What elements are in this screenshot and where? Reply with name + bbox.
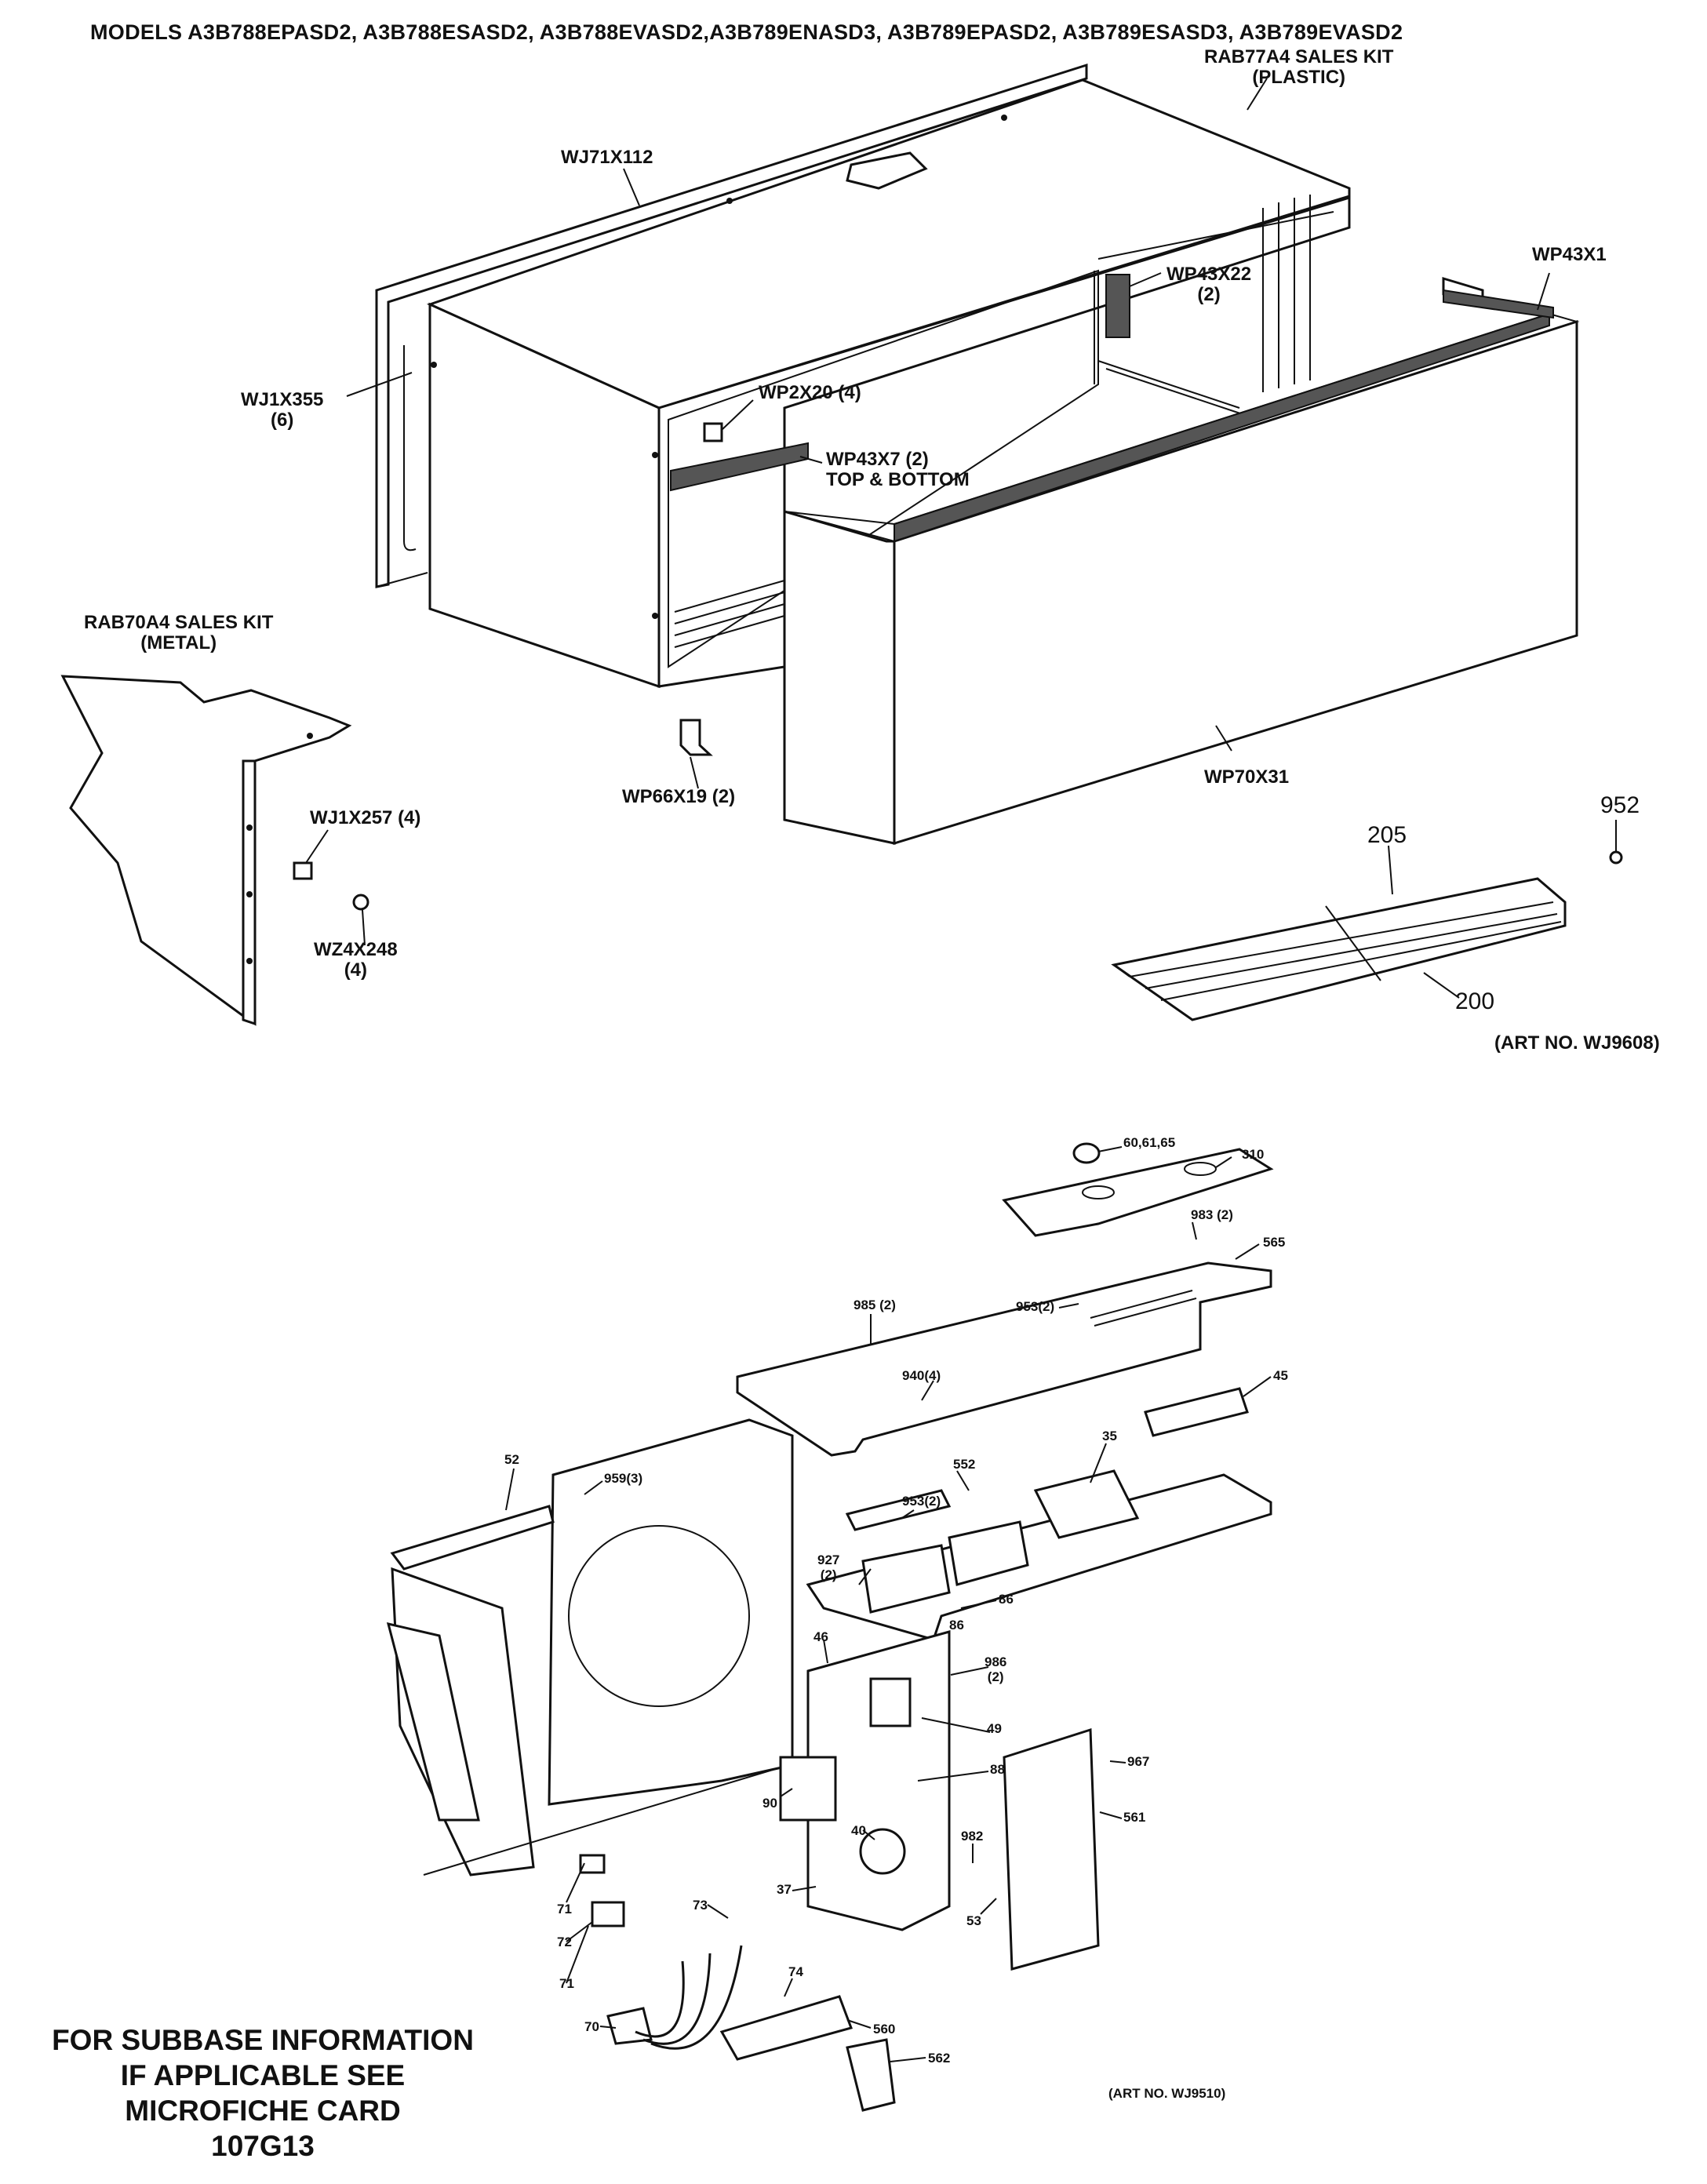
power-cord-70 xyxy=(606,1945,743,2050)
label-60-61-65: 60,61,65 xyxy=(1123,1135,1176,1150)
label-562: 562 xyxy=(928,2051,951,2066)
screw-952 xyxy=(1609,850,1623,864)
label-wp2x20: WP2X20 (4) xyxy=(759,382,861,403)
leader-lines-lower xyxy=(505,1146,1272,2062)
label-985: 985 (2) xyxy=(854,1298,896,1312)
label-metal-kit: RAB70A4 SALES KIT(METAL) xyxy=(84,612,274,654)
label-952: 952 xyxy=(1600,792,1640,818)
label-90: 90 xyxy=(763,1796,777,1811)
label-70: 70 xyxy=(584,2019,599,2034)
label-73: 73 xyxy=(693,1898,708,1913)
wall-sleeve-box xyxy=(426,78,1351,689)
label-86-left: 86 xyxy=(949,1618,964,1633)
label-74: 74 xyxy=(788,1964,803,1979)
screw-wz4x248 xyxy=(352,894,369,911)
metal-sales-kit-panel xyxy=(60,675,352,1026)
leader-lines-upper xyxy=(305,78,1617,999)
label-552: 552 xyxy=(953,1457,976,1472)
label-wz4x248: WZ4X248(4) xyxy=(314,939,398,981)
label-310: 310 xyxy=(1242,1147,1265,1162)
gasket-wp43x22 xyxy=(1105,274,1130,338)
knob-60-61-65 xyxy=(1072,1142,1101,1164)
label-wp66x19: WP66X19 (2) xyxy=(622,786,736,807)
label-200: 200 xyxy=(1455,988,1495,1014)
label-35: 35 xyxy=(1102,1429,1117,1443)
label-940: 940(4) xyxy=(902,1368,941,1383)
label-71-bottom: 71 xyxy=(559,1976,574,1991)
label-927: 927(2) xyxy=(817,1552,840,1582)
label-88: 88 xyxy=(990,1762,1005,1777)
label-wp43x22: WP43X22(2) xyxy=(1167,264,1252,306)
label-wj1x355: WJ1X355(6) xyxy=(241,389,324,431)
label-wj71x112: WJ71X112 xyxy=(561,147,653,168)
top-plate-565 xyxy=(736,1261,1272,1457)
label-205: 205 xyxy=(1367,822,1407,848)
label-959: 959(3) xyxy=(604,1471,643,1486)
label-37: 37 xyxy=(777,1882,792,1897)
label-45: 45 xyxy=(1273,1368,1288,1383)
fan-shroud-52 xyxy=(386,1418,794,1876)
label-art-no-upper: (ART NO. WJ9608) xyxy=(1494,1032,1660,1054)
control-panel-310 xyxy=(1002,1148,1274,1237)
label-wp43x7: WP43X7 (2)TOP & BOTTOM xyxy=(826,449,970,491)
label-565: 565 xyxy=(1263,1235,1286,1250)
label-986: 986(2) xyxy=(985,1654,1007,1684)
label-wj1x257: WJ1X257 (4) xyxy=(310,807,421,828)
front-cover-wp70x31 xyxy=(783,276,1580,846)
label-967: 967 xyxy=(1127,1754,1150,1769)
plate-560 xyxy=(719,1995,853,2061)
label-46: 46 xyxy=(813,1629,828,1644)
bracket-562 xyxy=(846,2038,896,2112)
terminal-block-45 xyxy=(1144,1387,1249,1437)
label-plastic-kit: RAB77A4 SALES KIT(PLASTIC) xyxy=(1204,46,1394,89)
label-wp70x31: WP70X31 xyxy=(1204,766,1290,788)
wall-sleeve-flange xyxy=(375,63,1088,588)
control-chassis xyxy=(806,1469,1272,1641)
control-box xyxy=(779,1630,951,1931)
label-983: 983 (2) xyxy=(1191,1207,1233,1222)
label-art-no-lower: (ART NO. WJ9510) xyxy=(1108,2086,1226,2101)
label-72: 72 xyxy=(557,1935,572,1949)
clip-wj1x257 xyxy=(293,861,313,880)
label-wp43x1: WP43X1 xyxy=(1532,244,1607,265)
subbase-note: FOR SUBBASE INFORMATION IF APPLICABLE SE… xyxy=(52,2024,474,2163)
label-953-mid: 953(2) xyxy=(902,1494,941,1509)
label-560: 560 xyxy=(873,2022,896,2037)
label-53: 53 xyxy=(966,1913,981,1928)
label-52: 52 xyxy=(504,1452,519,1467)
connector-71 xyxy=(579,1854,606,1874)
models-header: MODELS A3B788EPASD2, A3B788ESASD2, A3B78… xyxy=(90,20,1403,44)
grille-assembly xyxy=(1111,877,1567,1021)
gasket-wp43x1 xyxy=(1443,289,1554,319)
clip-wp2x20 xyxy=(703,422,723,442)
label-49: 49 xyxy=(987,1721,1002,1736)
access-panel-561 xyxy=(1003,1727,1100,1971)
label-561: 561 xyxy=(1123,1810,1146,1825)
label-40: 40 xyxy=(851,1823,866,1838)
label-71-top: 71 xyxy=(557,1902,572,1916)
label-86-right: 86 xyxy=(999,1592,1014,1607)
bracket-wp66x19 xyxy=(679,719,713,756)
label-953-top: 953(2) xyxy=(1016,1299,1055,1314)
label-982: 982 xyxy=(961,1829,984,1844)
connector-72 xyxy=(591,1901,625,1927)
